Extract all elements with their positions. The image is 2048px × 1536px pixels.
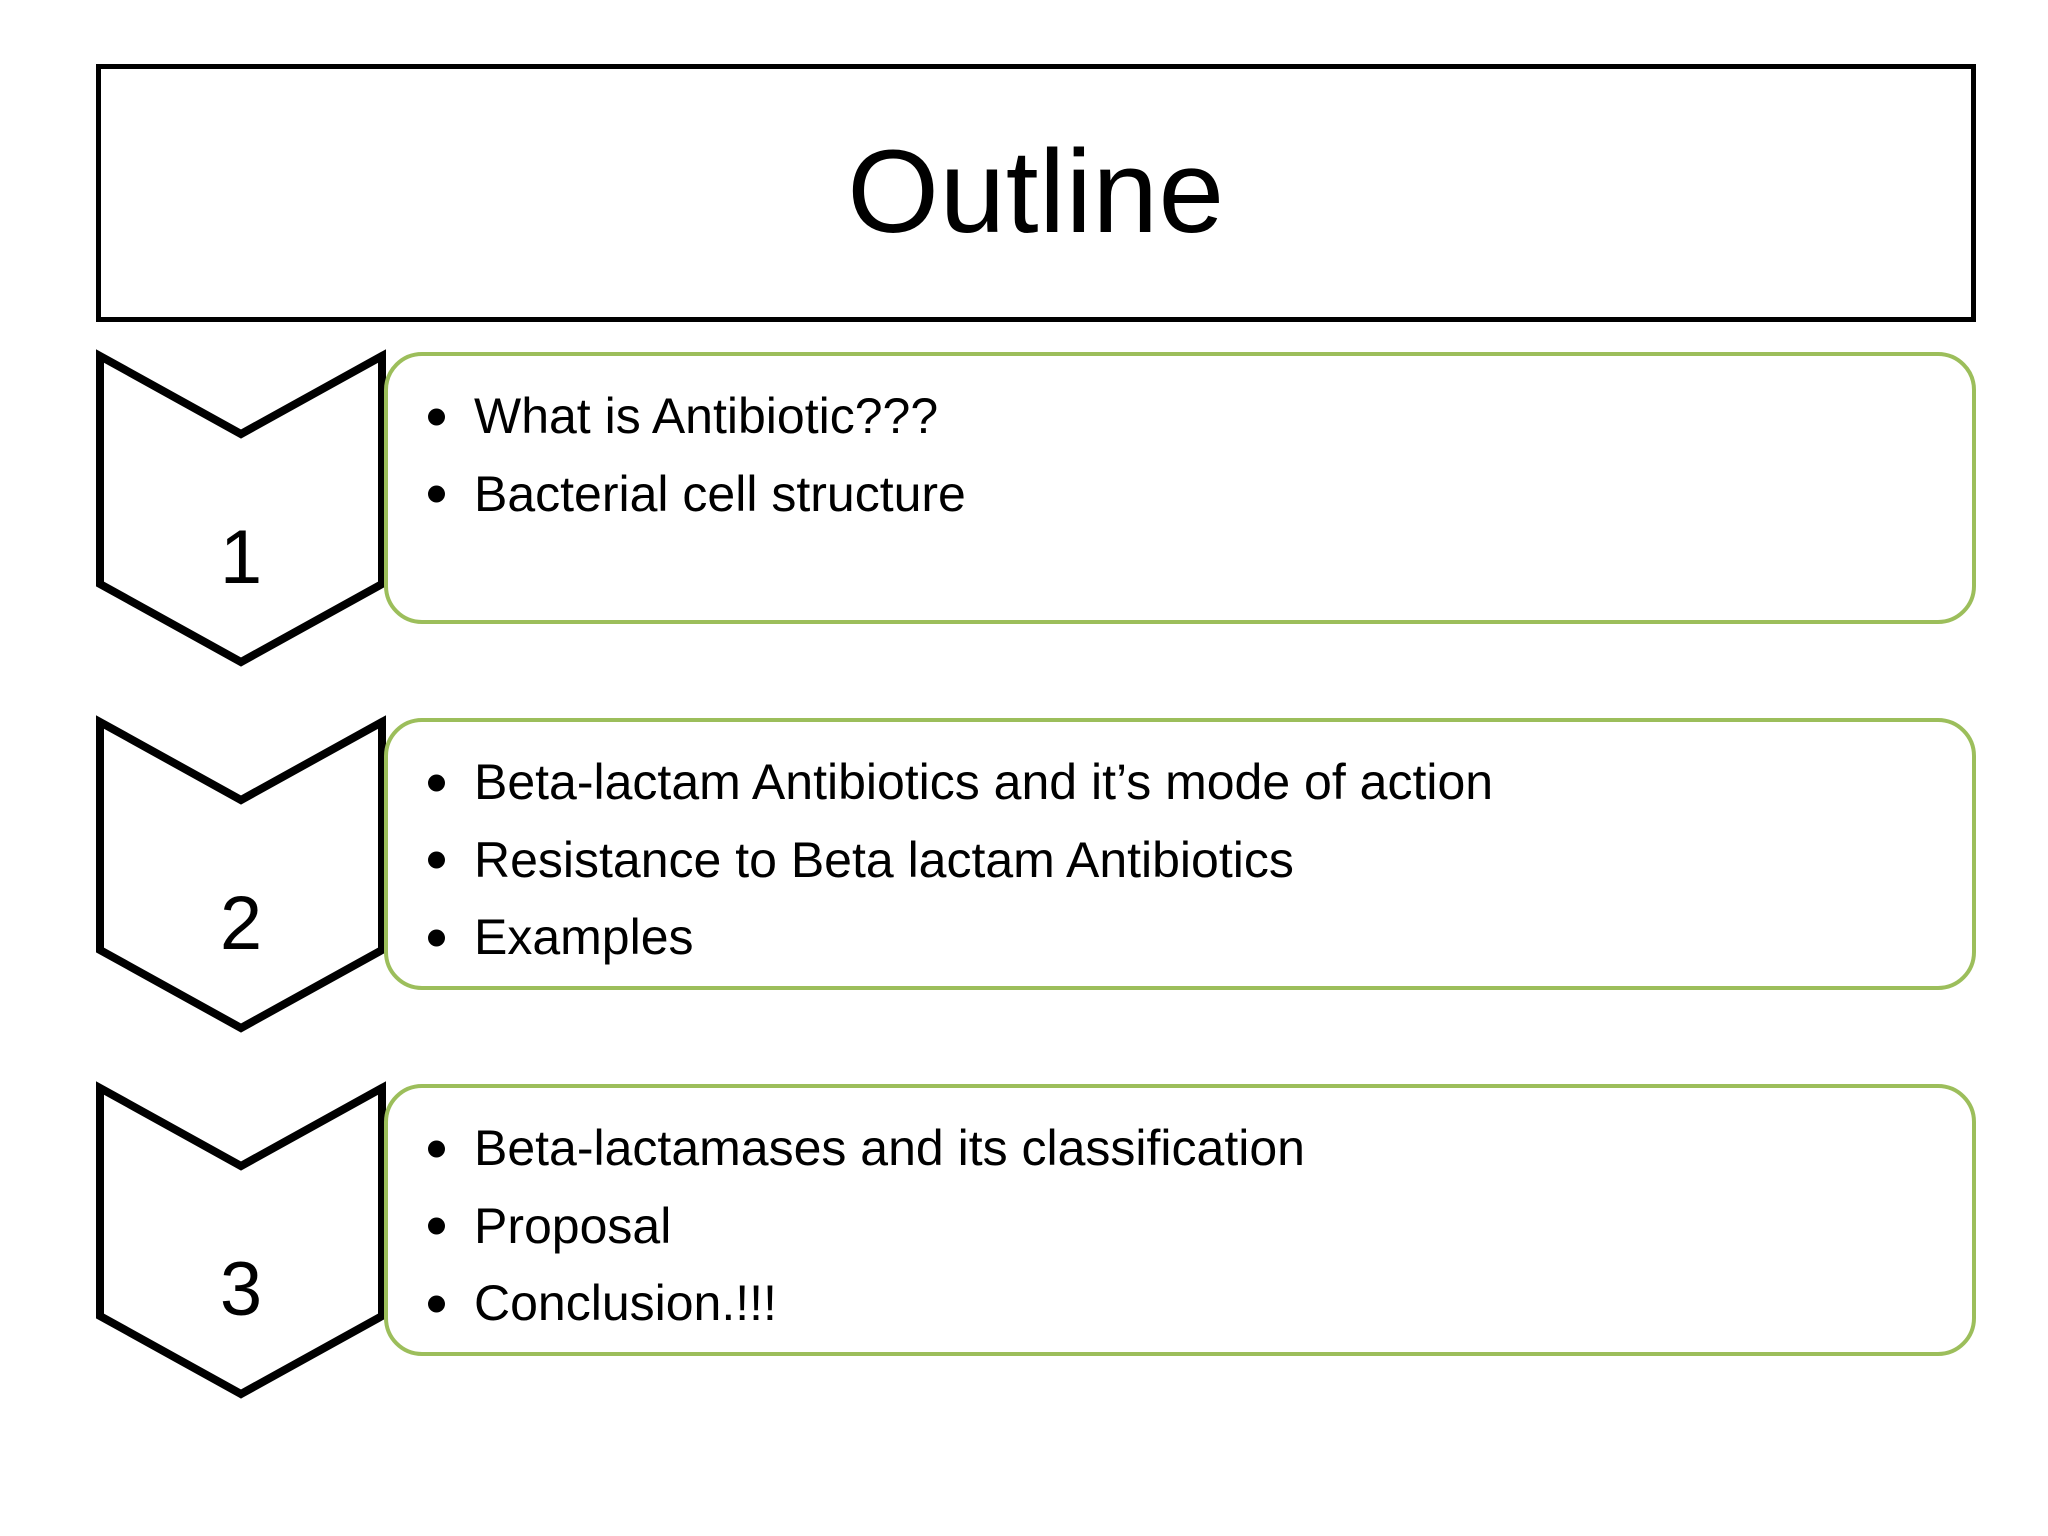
bullet-text: Beta-lactam Antibiotics and it’s mode of… — [474, 754, 1494, 810]
bullet-text: Examples — [474, 909, 694, 965]
page-title: Outline — [847, 126, 1225, 259]
outline-section-3: 3 Beta-lactamases and its classification… — [0, 1081, 2048, 1404]
section-number-1: 1 — [219, 515, 263, 600]
bullet-dot-icon — [428, 408, 445, 426]
list-item: Resistance to Beta lactam Antibiotics — [422, 822, 1932, 900]
list-item: Conclusion.!!! — [422, 1265, 1932, 1343]
bullet-text: Beta-lactamases and its classification — [474, 1120, 1305, 1176]
bullet-list-3: Beta-lactamases and its classification P… — [422, 1110, 1932, 1343]
bullet-dot-icon — [428, 485, 445, 503]
list-item: Beta-lactamases and its classification — [422, 1110, 1932, 1188]
chevron-marker-1: 1 — [96, 349, 386, 667]
section-content-box-1: What is Antibiotic??? Bacterial cell str… — [384, 352, 1976, 624]
bullet-text: Resistance to Beta lactam Antibiotics — [474, 831, 1294, 888]
bullet-dot-icon — [428, 851, 445, 869]
list-item: Proposal — [422, 1188, 1932, 1266]
outline-section-2: 2 Beta-lactam Antibiotics and it’s mode … — [0, 715, 2048, 1038]
list-item: Examples — [422, 899, 1932, 977]
bullet-list-2: Beta-lactam Antibiotics and it’s mode of… — [422, 744, 1932, 977]
bullet-list-1: What is Antibiotic??? Bacterial cell str… — [422, 378, 1932, 533]
bullet-dot-icon — [428, 1217, 445, 1235]
list-item: What is Antibiotic??? — [422, 378, 1932, 456]
chevron-down-icon — [96, 1081, 386, 1399]
bullet-text: Conclusion.!!! — [474, 1275, 777, 1331]
chevron-down-icon — [96, 349, 386, 667]
slide-title-box: Outline — [96, 64, 1976, 322]
section-content-box-3: Beta-lactamases and its classification P… — [384, 1084, 1976, 1356]
section-number-3: 3 — [219, 1247, 263, 1332]
chevron-marker-2: 2 — [96, 715, 386, 1033]
section-number-2: 2 — [219, 881, 263, 966]
bullet-text: Bacterial cell structure — [474, 465, 966, 522]
outline-section-1: 1 What is Antibiotic??? Bacterial cell s… — [0, 349, 2048, 672]
bullet-dot-icon — [428, 929, 445, 947]
list-item: Bacterial cell structure — [422, 456, 1932, 534]
bullet-dot-icon — [428, 1295, 445, 1313]
chevron-down-icon — [96, 715, 386, 1033]
bullet-text: What is Antibiotic??? — [474, 388, 939, 444]
section-content-box-2: Beta-lactam Antibiotics and it’s mode of… — [384, 718, 1976, 990]
bullet-text: Proposal — [474, 1197, 672, 1254]
bullet-dot-icon — [428, 1140, 445, 1158]
chevron-marker-3: 3 — [96, 1081, 386, 1399]
bullet-dot-icon — [428, 774, 445, 792]
list-item: Beta-lactam Antibiotics and it’s mode of… — [422, 744, 1932, 822]
